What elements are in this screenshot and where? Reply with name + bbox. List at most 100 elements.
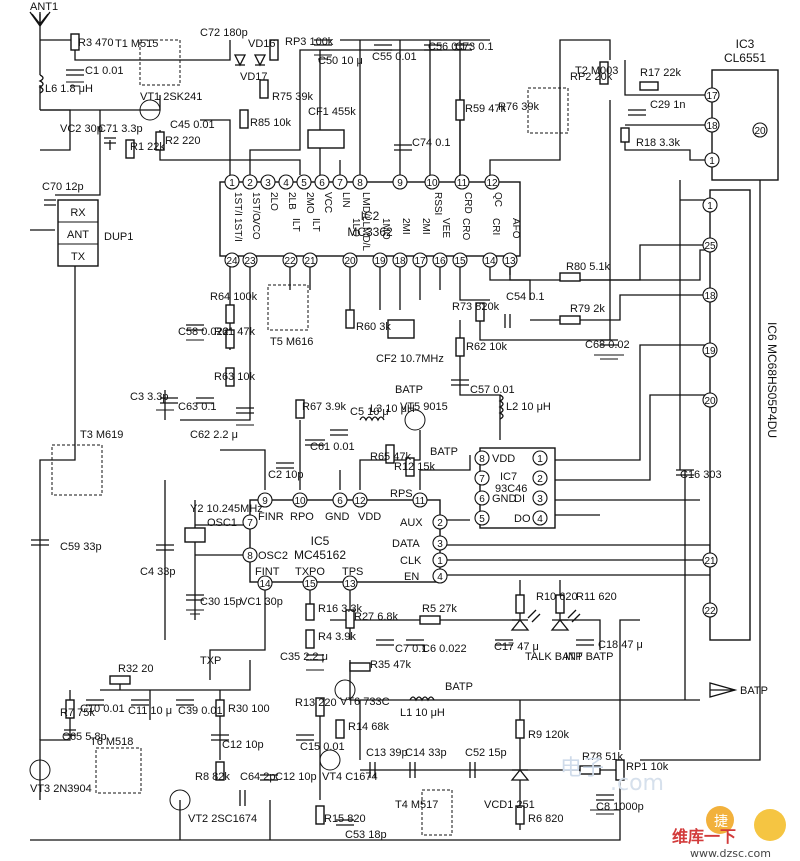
label-l6: L6 1.8 μH <box>45 83 93 95</box>
antenna-symbol <box>29 11 51 28</box>
potentiometer-rp1 <box>615 759 625 781</box>
transistor-vt2 <box>169 789 191 811</box>
label-l1: L1 10 μH <box>400 707 445 719</box>
resistor-r67 <box>295 399 305 419</box>
ic3-chip: IC3 CL6551 17 18 1 20 <box>704 37 779 181</box>
ic6-pin-1: 1 <box>702 197 718 213</box>
svg-text:8: 8 <box>247 551 253 562</box>
ic2-pin-number: 12 <box>486 178 498 189</box>
resistor-r59 <box>455 99 465 121</box>
ic2-pin-name: 1ST/I <box>232 192 243 216</box>
ic2-pin-number: 21 <box>304 256 316 267</box>
label-c63: C63 0.1 <box>178 401 217 413</box>
label-r17: R17 22k <box>640 67 681 79</box>
ic7-pin-number: 2 <box>537 474 543 485</box>
label-c72: C72 180p <box>200 27 248 39</box>
label-l3: L3 10 μH <box>370 403 415 415</box>
svg-text:22: 22 <box>704 606 716 617</box>
ic7-pin-4: 4DO <box>514 510 548 526</box>
ic6-body <box>709 189 751 641</box>
transistor-vt5 <box>404 409 426 431</box>
svg-text:1: 1 <box>707 201 713 212</box>
ic2-pin-name: 1ST/O <box>250 192 261 221</box>
resistor-r79 <box>559 315 581 325</box>
label-r35: R35 47k <box>370 659 411 671</box>
svg-text:6: 6 <box>337 496 343 507</box>
ic2-pin-name: AFO <box>510 218 521 239</box>
label-r18: R18 3.3k <box>636 137 681 149</box>
ic7-pin-name: VDD <box>492 453 515 465</box>
ic2-pin-name: QC <box>492 192 503 207</box>
resistor-r17 <box>639 81 659 91</box>
ic7-pin-7: 7 <box>474 470 490 486</box>
label-r79: R79 2k <box>570 303 605 315</box>
ic2-pin-number: 11 <box>457 178 468 189</box>
resistor-r64 <box>225 304 235 324</box>
svg-text:GND: GND <box>325 511 350 523</box>
transformer-t4 <box>421 789 453 836</box>
resistor-r61 <box>225 329 235 349</box>
ic6-label: IC6 MC68HS05P4DU <box>765 322 779 438</box>
resistor-r14 <box>335 719 345 739</box>
label-batp3: BATP <box>445 681 473 693</box>
resistor-r73 <box>475 302 485 322</box>
ic2-pin-number: 17 <box>414 256 426 267</box>
ic2-pin-name: ILT <box>290 218 301 232</box>
label-vcd1: VCD1 251 <box>484 799 535 811</box>
watermark-logo-badge <box>706 806 734 834</box>
label-c68: C68 0.02 <box>585 339 630 351</box>
resistor-r4 <box>305 629 315 649</box>
label-cf1: CF1 455k <box>308 106 356 118</box>
svg-text:19: 19 <box>704 346 716 357</box>
ic7-part: 93C46 <box>495 483 527 495</box>
svg-text:DATA: DATA <box>392 538 420 550</box>
label-batp4: BATP <box>740 685 768 697</box>
ic2-pin-name: 2LB <box>286 192 297 210</box>
label-c59: C59 33p <box>60 541 102 553</box>
svg-text:FINR: FINR <box>258 511 284 523</box>
svg-text:10: 10 <box>294 496 306 507</box>
ic7-pin-number: 7 <box>479 474 485 485</box>
watermark-com: .com <box>610 771 664 796</box>
ic2-pin-name: ILT <box>310 218 321 232</box>
resistor-r7 <box>65 699 75 719</box>
inductor-l1 <box>409 696 435 702</box>
label-r15: R15 820 <box>324 813 366 825</box>
ic2-pin-number: 18 <box>394 256 406 267</box>
svg-text:1: 1 <box>709 156 715 167</box>
label-c29: C29 1n <box>650 99 685 111</box>
label-t6: T6 M518 <box>90 736 133 748</box>
resistor-r75 <box>259 79 269 99</box>
svg-text:11: 11 <box>415 496 426 507</box>
svg-text:20: 20 <box>754 126 766 137</box>
label-vd17: VD17 <box>240 71 268 83</box>
resistor-r62 <box>455 337 465 357</box>
ic3-pin-1: 1 <box>704 152 720 168</box>
ic7-name: IC7 <box>500 471 517 483</box>
label-c56: C56 0.1 <box>428 41 467 53</box>
label-c50: C50 10 μ <box>318 55 363 67</box>
label-batp2: BATP <box>430 446 458 458</box>
label-r2: R2 220 <box>165 135 200 147</box>
ic2-pin-name: 1LO <box>350 218 361 237</box>
transformer-t1 <box>139 39 181 86</box>
potentiometer-rp2 <box>599 61 609 85</box>
label-vt4: VT4 C1674 <box>322 771 378 783</box>
label-talk: TALK BATP <box>525 651 583 663</box>
ic2-pin-name: LMD/LLMD/L <box>360 192 371 251</box>
label-r60: R60 3k <box>356 321 391 333</box>
ic2-pin-name: VCC <box>322 192 333 213</box>
label-c65: C65 5.8p <box>62 731 107 743</box>
ic7-pin-number: 1 <box>537 454 543 465</box>
dup1-port-rx: RX <box>70 207 86 219</box>
resistor-r8 <box>215 761 225 781</box>
